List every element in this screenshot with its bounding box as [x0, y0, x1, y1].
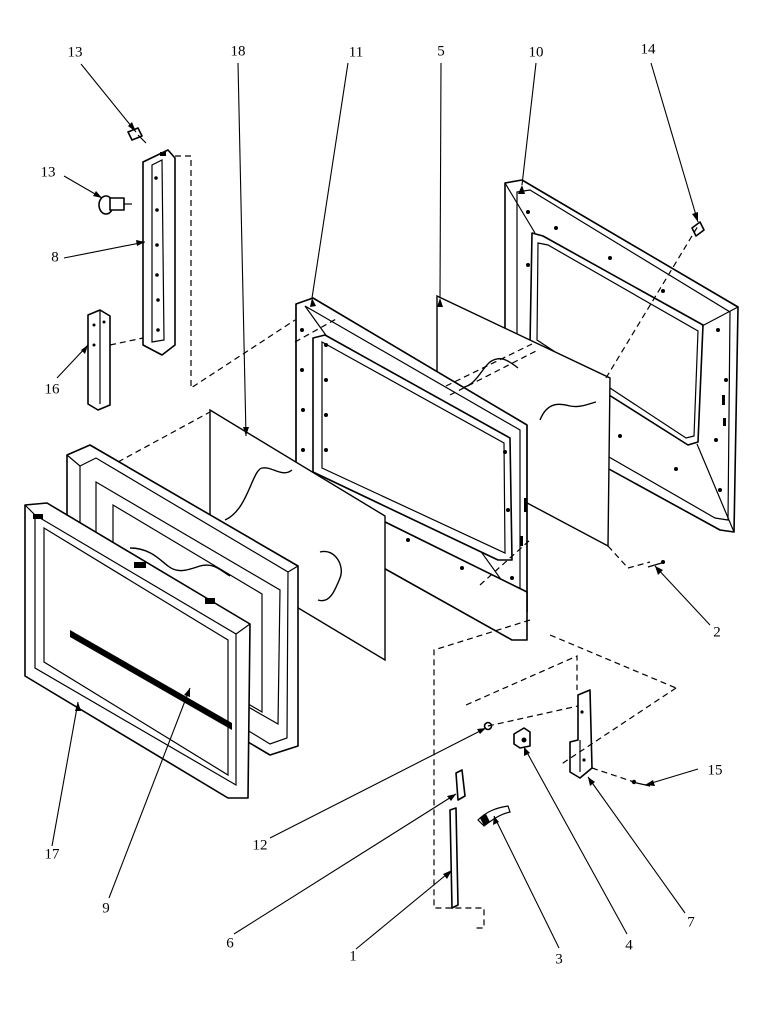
callout-labels: 13 13 18 11 5 10 14 8 16 2 15 12 17 9 6 … [41, 41, 723, 967]
assembly-dash-lines [109, 155, 699, 929]
part-7-latch-plate [569, 689, 593, 779]
part-10-rear-panel [504, 179, 739, 533]
part-17-front-trim [24, 502, 251, 799]
part-18-glass-panel [209, 408, 386, 662]
callout-2: 2 [713, 624, 721, 640]
callout-5: 5 [437, 43, 445, 59]
part-13-screw-head [98, 195, 132, 215]
callout-9: 9 [102, 900, 110, 916]
part-4-latch-catch [513, 727, 531, 749]
callout-14: 14 [641, 41, 657, 57]
callout-13-top: 13 [68, 44, 83, 60]
part-1-rod [449, 807, 459, 909]
callout-12: 12 [253, 837, 268, 853]
callout-3: 3 [555, 951, 563, 967]
callout-15: 15 [708, 762, 723, 778]
callout-11: 11 [349, 44, 363, 60]
leader-arrowheads [75, 122, 698, 879]
callout-16: 16 [45, 381, 61, 397]
callout-6: 6 [226, 935, 234, 951]
part-2-pin [647, 560, 666, 568]
callout-13-mid: 13 [41, 164, 56, 180]
part-6-clip [455, 769, 466, 801]
callout-18: 18 [231, 43, 246, 59]
part-11-inner-frame [279, 297, 528, 641]
callout-17: 17 [45, 846, 61, 862]
callout-1: 1 [349, 948, 357, 964]
leader-lines [51, 62, 711, 950]
callout-10: 10 [529, 44, 544, 60]
part-14-screw [691, 221, 705, 237]
callout-7: 7 [687, 914, 695, 930]
callout-8: 8 [51, 249, 59, 265]
part-8-hinge-channel [142, 149, 176, 356]
part-16-spacer-block [87, 309, 111, 411]
part-3-spring [477, 805, 511, 827]
callout-4: 4 [625, 937, 633, 953]
part-13-screw-top [127, 127, 147, 144]
